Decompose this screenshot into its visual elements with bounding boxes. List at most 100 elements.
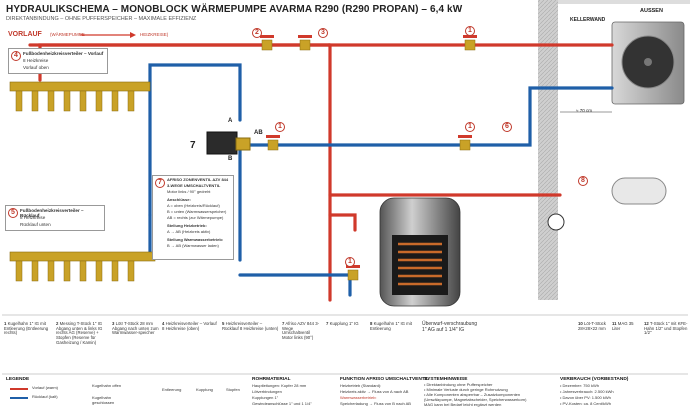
callout-7-line-10: Stellung Warmwasserbetrieb: [167,237,224,242]
diagram-title: HYDRAULIKSCHEMA – MONOBLOCK WÄRMEPUMPE A… [6,4,463,15]
pressure-gauge [547,213,565,231]
diagram-number-3: 3 [318,28,328,38]
return-distributor [9,251,156,262]
system-line-3: • Alle Komponenten absperrbar – Zusatzko… [424,392,521,397]
diagram-number-2: 2 [252,28,262,38]
fan-hub [644,58,652,66]
funktion-line-2: Heizkreis aktiv → Fluss von A nach AB [340,389,409,394]
callout-7-line-11: B → AB (Warmwasser laden) [167,243,219,248]
vorlauf-arrow-label: (WÄRMEPUMPE [50,32,85,37]
part-10: 10 Löt-T-Stück 28×28×22 mm [578,321,606,331]
part-1: 1 Kugelhahn 1" IG mit Entleerung (Entlee… [4,321,49,336]
supply-distributor [9,81,151,92]
diagram-number-1b: 1 [275,122,285,132]
system-line-4: (Umwälzpumpe, Magnetabscheider, Speicher… [424,397,527,402]
funktion-line-1: Heizbetrieb (Standard): [340,383,382,388]
system-title: SYSTEMHINWEISE [424,377,468,382]
part-7-valve: 7 Afriso AZV 844 3-Wege Umschaltventil M… [282,321,320,341]
verbrauch-title: VERBRAUCH (VORBESTAND) [560,377,629,382]
legend-plug: Stopfen [226,387,240,392]
callout-5-line-2: 8 Heizkreise [20,215,46,220]
tank-coil [398,242,442,286]
vorlauf-label: VORLAUF [8,31,42,38]
legend-vorlauf: Vorlauf (warm) [32,385,59,390]
callout-7-line-1: AFRISO ZONENVENTIL AZV 844 [167,177,229,182]
vorlauf-arrow-head [130,32,136,38]
part-12: 12 T-Stück 1" mit KFE-Hahn 1/2" und Stop… [644,321,688,336]
legend-drain: Entleerung [162,387,182,392]
diagram-number-1d: 1 [345,257,355,267]
diagram-number-6: 6 [502,122,512,132]
aussen-label: AUSSEN [640,8,663,14]
legend-valve-open: Kugelhahn offen [92,383,122,388]
diagram-number-1a: 1 [465,26,475,36]
part-11: 11 MAG 35 Liter [612,321,634,331]
legend-title: LEGENDE [6,377,30,382]
legend-ruecklauf: Rücklauf (kalt) [32,394,58,399]
rohrmaterial-title: ROHRMATERIAL [252,377,291,382]
diagram-number-1c: 1 [465,122,475,132]
callout-7-number: 7 [155,178,165,188]
ball-valve-handles [260,35,477,268]
distance-label: ≈ 70 cm [576,108,592,113]
callout-4-line-2: 8 Heizkreise [23,58,49,63]
callout-7-line-5: A = oben (Heizkreis/Rücklauf) [167,203,220,208]
part-union: Überwurf-verschraubung 1" AG auf 1 1/4" … [422,321,478,333]
ball-valves [261,39,476,281]
part-4: 4 Heizkreisverteiler – Vorlauf 8 Heizkre… [162,321,217,331]
callout-4-line-1: Fußbodenheizkreisverteiler – Vorlauf [23,51,104,56]
vorlauf-main [328,43,614,302]
callout-7-line-7: AB = rechts (zur Wärmepumpe) [167,215,224,220]
verbrauch-line-2: • Jahresverbrauch: 2.500 kWh [560,389,614,394]
ruecklauf-main [238,86,614,147]
rohrmaterial-line-3: Kupplungen 1" [252,395,279,400]
zone-valve-body [235,137,251,151]
rohrmaterial-line-1: Hauptleitungen: Kupfer 28 mm [252,383,307,388]
part-2: 2 Messing T-Stück 1" IG Abgang unten & l… [56,321,103,345]
vorlauf-to-tank [328,213,357,232]
part-3: 3 Lötr T-Stück 28 mm Abgang nach unten z… [112,321,159,336]
zone-valve-motor [206,131,238,155]
callout-7-line-9: A → AB (Heizkreis aktiv) [167,229,211,234]
legend-coupling: Kupplung [196,387,213,392]
verbrauch-line-3: • Davon über PV: 1.500 kWh [560,395,611,400]
callout-7-line-6: B = unten (Warmwasserspeicher) [167,209,227,214]
valve-number-7: 7 [190,140,196,151]
funktion-line-3: Warmwasserbetrieb: [340,395,377,400]
expansion-vessel [611,177,667,205]
wall-label: KELLERWAND [570,17,606,23]
diagram-subtitle: DIREKTANBINDUNG – OHNE PUFFERSPEICHER – … [6,16,197,22]
callout-5-line-1: Fußbodenheizkreisverteiler – Rücklauf [20,208,84,219]
callout-zone-valve: 7 AFRISO ZONENVENTIL AZV 844 3-WEGE UMSC… [152,175,234,260]
verbrauch-line-1: • Dezember: 750 kWh [560,383,599,388]
callout-supply-distributor: 4 Fußbodenheizkreisverteiler – Vorlauf 8… [8,48,108,74]
vorlauf-arrow-label-2: HEIZKREISE) [140,32,169,37]
outdoor-ground [558,0,690,4]
funktion-title: FUNKTION AFRISO UMSCHALTVENTIL [340,377,430,382]
callout-7-line-3: Motor links / 90° gedreht [167,189,211,194]
callout-4-line-3: Vorlauf oben [23,65,49,70]
callout-return-distributor: 5 Fußbodenheizkreisverteiler – Rücklauf … [5,205,105,231]
system-line-1: • Direktanbindung ohne Pufferspeicher [424,382,493,387]
rohrmaterial-line-4: Gewindeanschlüsse 1" und 1 1/4" [252,401,312,406]
ruecklauf-from-tank [238,273,352,297]
verbrauch-line-4: • PV-Kosten: ca. 8 Cent/kWh [560,401,611,406]
return-distributor-outlets [15,260,135,282]
system-line-2: • Minimale Verluste durch geringe Rohrnu… [424,387,508,392]
supply-distributor-outlets [15,90,135,112]
callout-7-line-8: Stellung Heizbetrieb: [167,223,207,228]
rohrmaterial-line-2: Lötverbindungen [252,389,282,394]
callout-5-line-3: Rücklauf unten [20,222,51,227]
ruecklauf-up [148,63,242,217]
funktion-line-4: Speicherladung → Fluss von B nach AB [340,401,411,406]
valve-port-b: B [228,156,233,162]
valve-port-a: A [228,118,233,124]
callout-7-line-4: Anschlüsse: [167,197,191,202]
callout-7-line-2: 3-WEGE UMSCHALTVENTIL [167,183,221,188]
diagram-number-8: 8 [578,176,588,186]
legend-valve-closed: Kugelhahn geschlossen [92,395,115,405]
part-8: 8 Kugelhahn 1" IG mit Entleerung [370,321,412,331]
valve-port-ab: AB [254,130,263,136]
